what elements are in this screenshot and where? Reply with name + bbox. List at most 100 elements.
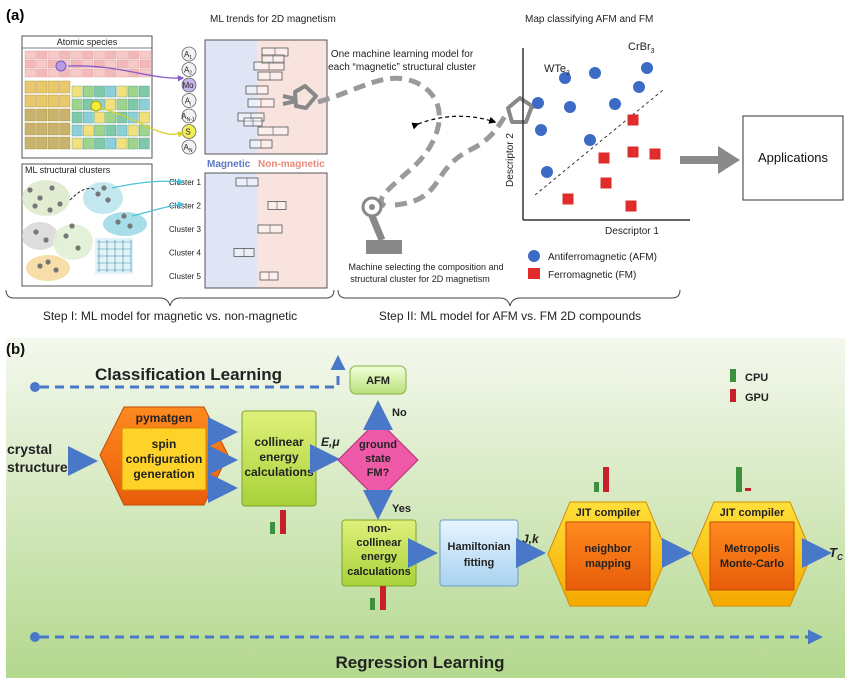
legend-fm-text: Ferromagnetic (FM)	[548, 270, 636, 281]
ptable-cell	[127, 137, 139, 150]
ground-line2: state	[365, 453, 391, 465]
ptable-cell	[59, 122, 71, 136]
machine-text-line2: structural cluster for 2D magnetism	[350, 274, 490, 284]
ptable-cell	[47, 136, 59, 150]
ptable-cell	[116, 124, 128, 137]
neighbor-gpu-bar	[603, 467, 609, 492]
gpu-legend-text: GPU	[745, 392, 769, 404]
afm-point	[589, 67, 601, 79]
atom-dot	[57, 201, 63, 207]
site-circle	[181, 77, 197, 93]
hamiltonian-line2: fitting	[464, 557, 495, 569]
hamiltonian-box	[439, 519, 519, 587]
ptable-cell	[82, 59, 94, 69]
s-highlight	[90, 100, 102, 112]
spin-line1: spin	[152, 437, 177, 451]
cluster-label: Cluster 3	[169, 225, 202, 234]
atom-dot	[27, 187, 33, 193]
site-circle	[181, 62, 197, 77]
afm-point	[641, 62, 653, 74]
machine-path-left	[317, 75, 442, 209]
jk-label: J,k	[522, 532, 540, 546]
ptable-cell	[138, 137, 150, 150]
wte3-label: WTe3	[544, 63, 570, 77]
ptable-cell	[36, 59, 48, 69]
atom-dot	[45, 259, 51, 265]
ptable-cell	[47, 50, 59, 60]
neighbor-cpu-bar	[594, 482, 599, 492]
regression-start-dot	[30, 632, 40, 642]
ptable-cell	[82, 85, 94, 98]
afm-point	[541, 166, 553, 178]
ptable-cell	[105, 124, 116, 137]
machine-text-line1: Machine selecting the composition and	[348, 262, 503, 272]
yes-label: Yes	[392, 503, 411, 515]
ptable-cell	[71, 111, 83, 124]
tc-label: TC	[829, 545, 843, 562]
emu-label: E,μ	[321, 435, 340, 449]
jit1-label: JIT compiler	[576, 507, 642, 519]
afm-point	[609, 98, 621, 110]
robot-base	[361, 196, 402, 254]
regression-label: Regression Learning	[335, 653, 504, 672]
ptable-cell	[116, 137, 128, 150]
descriptor2-label: Descriptor 2	[505, 133, 516, 187]
ptable-cell	[105, 111, 116, 124]
axis-magnetic-label: Magnetic	[207, 159, 251, 170]
spin-line2: configuration	[126, 452, 203, 466]
ptable-cell	[47, 68, 59, 78]
axis-nonmagnetic-label: Non-magnetic	[258, 159, 325, 170]
ptable-cell	[139, 59, 151, 69]
mo-link-arrow	[67, 65, 185, 82]
to-applications-arrow	[680, 146, 740, 174]
atom-dot	[43, 237, 49, 243]
step1-label: Step I: ML model for magnetic vs. non-ma…	[43, 309, 297, 323]
neighbor-line2: mapping	[585, 558, 631, 570]
ptable-cell	[36, 136, 48, 150]
no-label: No	[392, 407, 407, 419]
site-label: AN	[184, 143, 193, 154]
atom-dot	[75, 245, 81, 251]
robot-arm-top	[282, 84, 318, 110]
ptable-cell	[93, 50, 105, 60]
site-circle	[181, 93, 197, 108]
ptable-cell	[24, 94, 36, 108]
atom-dot	[53, 267, 59, 273]
atomic-species-table: Atomic species	[21, 35, 153, 159]
atomic-species-title: Atomic species	[57, 37, 118, 47]
noncol-line4: calculations	[347, 566, 411, 578]
step2-brace	[337, 289, 681, 307]
metropolis-line1: Metropolis	[724, 543, 780, 555]
noncollinear-gpu-bar	[380, 586, 386, 610]
afm-point	[535, 124, 547, 136]
atom-dot	[105, 197, 111, 203]
step2-label: Step II: ML model for AFM vs. FM 2D comp…	[379, 309, 641, 323]
ptable-cell	[47, 122, 59, 136]
collinear-gpu-bar	[280, 510, 286, 534]
ptable-cell	[138, 98, 150, 111]
atom-dot	[63, 233, 69, 239]
ptable-cell	[93, 59, 105, 69]
ptable-cell	[94, 85, 105, 98]
afm-fm-map	[522, 48, 690, 221]
spin-line3: generation	[133, 467, 194, 481]
ptable-cell	[36, 80, 48, 94]
ptable-cell	[59, 50, 71, 60]
metropolis-cpu-bar	[736, 467, 742, 492]
fm-point	[627, 146, 639, 158]
site-circle	[181, 139, 197, 155]
atom-dot	[121, 213, 127, 219]
panel-b-background	[6, 338, 845, 678]
ptable-cell	[24, 80, 36, 94]
atom-dot	[95, 191, 101, 197]
site-label: AN-1	[181, 112, 195, 123]
atom-dot	[69, 223, 75, 229]
ptable-cell	[105, 68, 117, 78]
atom-dot	[101, 185, 107, 191]
jit2-label: JIT compiler	[720, 507, 786, 519]
applications-label: Applications	[758, 150, 829, 165]
ptable-cell	[138, 111, 150, 124]
ptable-cell	[82, 111, 94, 124]
afm-point	[564, 101, 576, 113]
